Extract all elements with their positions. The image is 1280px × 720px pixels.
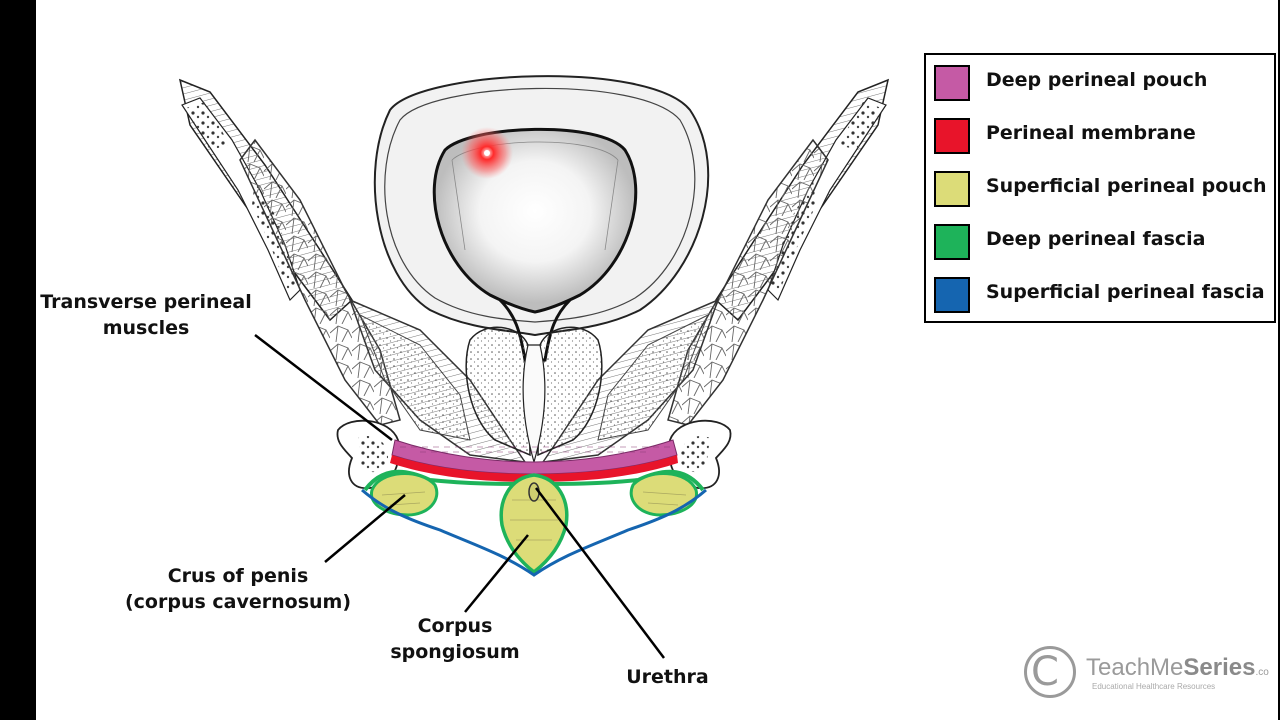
label-spongiosum-line1: Corpus [417, 615, 493, 637]
label-spongiosum-line2: spongiosum [390, 641, 520, 663]
logo-suffix: .co [1255, 667, 1269, 678]
label-crus-line2: (corpus cavernosum) [124, 591, 352, 613]
legend-label: Deep perineal pouch [986, 69, 1208, 91]
label-corpus-spongiosum: Corpus spongiosum [385, 613, 525, 665]
label-transverse-line2: muscles [102, 317, 190, 339]
label-crus-line1: Crus of penis [167, 565, 309, 587]
label-urethra: Urethra [620, 664, 715, 690]
legend-label: Deep perineal fascia [986, 228, 1206, 250]
label-transverse-line1: Transverse perineal [40, 291, 252, 313]
legend-label: Superficial perineal pouch [986, 175, 1267, 197]
superficial-perineal-fascia [361, 488, 707, 577]
logo-wordmark: TeachMeSeries.co [1086, 654, 1269, 682]
label-transverse-perineal-muscles: Transverse perineal muscles [40, 289, 252, 341]
legend-swatch-superficial-perineal-pouch [934, 171, 970, 207]
logo-brand-bold: Series [1183, 654, 1256, 681]
leader-transverse [254, 334, 393, 441]
legend-swatch-deep-perineal-fascia [934, 224, 970, 260]
right-black-border [1278, 0, 1280, 720]
legend-label: Perineal membrane [986, 122, 1196, 144]
label-crus-of-penis: Crus of penis (corpus cavernosum) [120, 563, 356, 615]
leader-spongiosum [464, 534, 529, 613]
logo-brand-light: TeachMe [1086, 654, 1184, 681]
legend: Deep perineal pouch Perineal membrane Su… [924, 53, 1276, 323]
right-fat [597, 313, 709, 441]
legend-swatch-superficial-perineal-fascia [934, 277, 970, 313]
copyright-circle-icon [1024, 646, 1076, 698]
logo-tagline: Educational Healthcare Resources [1092, 682, 1216, 691]
teachmeseries-logo: C TeachMeSeries.co Educational Healthcar… [1022, 644, 1278, 704]
leader-crus [324, 494, 406, 563]
right-crus [629, 472, 698, 517]
leader-urethra [535, 487, 665, 659]
perineal-membrane [390, 455, 678, 482]
legend-label: Superficial perineal fascia [986, 281, 1265, 303]
legend-swatch-perineal-membrane [934, 118, 970, 154]
label-urethra-text: Urethra [626, 666, 709, 688]
left-black-border [0, 0, 36, 720]
copyright-c-icon: C [1031, 649, 1059, 695]
legend-swatch-deep-perineal-pouch [934, 65, 970, 101]
prostate [465, 326, 531, 457]
left-fat [359, 313, 471, 441]
